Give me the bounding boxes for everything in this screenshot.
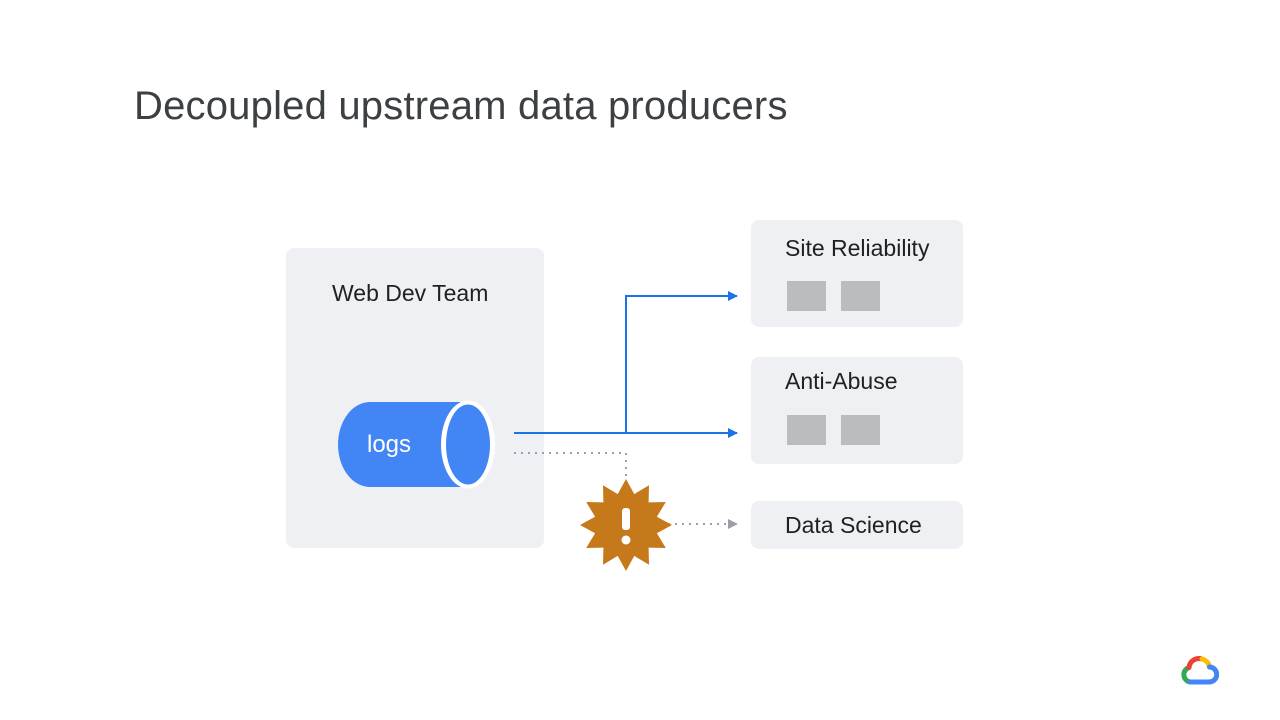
web-dev-team-box [286, 248, 544, 548]
web-dev-team-label: Web Dev Team [332, 280, 489, 306]
anti-abuse-chip-2 [841, 415, 880, 445]
arrow-to-site-reliability [625, 291, 738, 433]
logs-label: logs [367, 431, 412, 458]
dotted-connector [514, 452, 627, 492]
warning-burst-icon [580, 479, 672, 571]
anti-abuse-label: Anti-Abuse [785, 368, 898, 394]
logs-cylinder-icon [338, 400, 495, 489]
google-cloud-logo [1181, 656, 1219, 685]
data-science-label: Data Science [785, 512, 922, 538]
data-science-box [751, 501, 963, 549]
site-reliability-chip-1 [787, 281, 826, 311]
site-reliability-chip-2 [841, 281, 880, 311]
site-reliability-label: Site Reliability [785, 235, 930, 261]
anti-abuse-chip-1 [787, 415, 826, 445]
slide-title: Decoupled upstream data producers [134, 84, 788, 128]
anti-abuse-box [751, 357, 963, 464]
